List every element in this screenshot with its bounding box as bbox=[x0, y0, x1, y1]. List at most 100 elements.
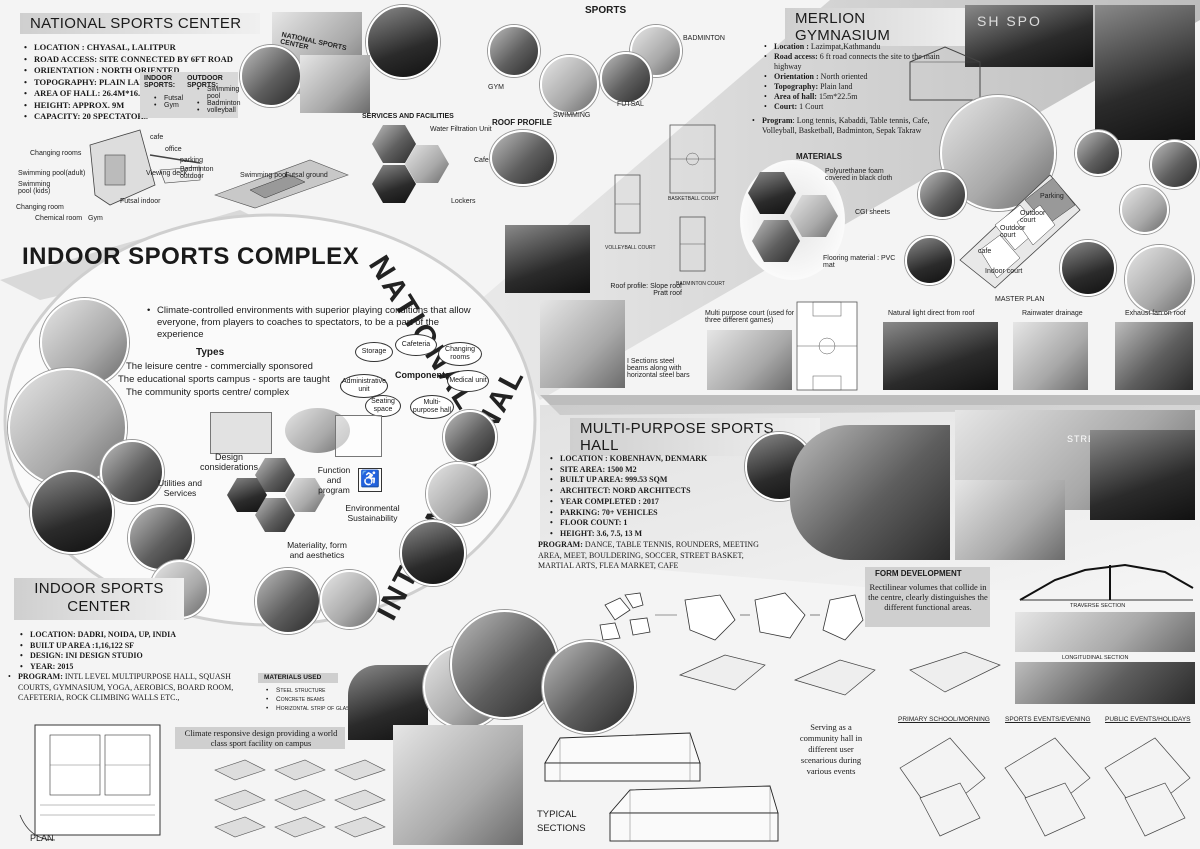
multi-hall-roof-detail bbox=[955, 480, 1065, 560]
type-item: The educational sports campus - sports a… bbox=[118, 374, 330, 385]
climate-text: Climate responsive design providing a wo… bbox=[184, 728, 338, 748]
form-3d-diagrams bbox=[678, 651, 1001, 696]
indoor-center-facade-photo bbox=[450, 610, 559, 719]
indoor-center-floor-plan bbox=[19, 724, 161, 841]
component-storage: Storage bbox=[355, 342, 393, 362]
multi-hall-facts: LOCATION : KOBENHAVN, DENMARKSITE AREA: … bbox=[548, 454, 760, 540]
fact-item: YEAR: 2015 bbox=[20, 662, 280, 673]
national-center-3d-site bbox=[214, 159, 349, 209]
cafe-hex bbox=[405, 145, 449, 183]
typical-sections-drawing bbox=[544, 732, 779, 842]
complex-intro: Climate-controlled environments with sup… bbox=[145, 305, 477, 341]
merlion-car-photo bbox=[1150, 140, 1199, 189]
fact-item: HEIGHT: APPROX. 9M bbox=[24, 100, 274, 112]
merlion-indoor-photo bbox=[905, 236, 954, 285]
fact-item: LOCATION: DADRI, NOIDA, UP, INDIA bbox=[20, 630, 280, 641]
scenario-primary: PRIMARY SCHOOL/MORNING bbox=[898, 716, 990, 723]
volleyball-court-drawing bbox=[614, 174, 641, 234]
cgi-sheet-hex bbox=[790, 195, 838, 237]
indoor-center-front-photo bbox=[542, 640, 636, 734]
sports-label-futsal: FUTSAL bbox=[617, 101, 644, 108]
site-label-swimming: Swimming pool bbox=[240, 172, 288, 179]
national-center-plan bbox=[89, 129, 201, 206]
lockers-hex bbox=[372, 165, 416, 203]
form-diagrams bbox=[599, 592, 864, 641]
indoor-center-building-photo bbox=[393, 725, 523, 845]
fact-item: Area of hall: 15m*22.5m bbox=[764, 92, 964, 102]
fact-item: Topography: Plain land bbox=[764, 82, 964, 92]
fact-item: Court: 1 Court bbox=[764, 102, 964, 112]
plan-label-changing: Changing rooms bbox=[30, 150, 82, 157]
merlion-outdoor-photo bbox=[1060, 240, 1116, 296]
component-admin: Administrative unit bbox=[340, 374, 388, 398]
merlion-title: MERLION GYMNASIUM bbox=[785, 8, 975, 46]
natural-light-photo bbox=[883, 322, 998, 390]
longitudinal-section bbox=[1015, 612, 1195, 652]
component-medical: Medical unit bbox=[447, 370, 489, 392]
merlion-facts: Location : Lazimpat,KathmanduRoad access… bbox=[762, 42, 964, 112]
materials-used-list: Steel structureConcrete beamsHorizontal … bbox=[264, 686, 356, 713]
fact-item: FLOOR COUNT: 1 bbox=[550, 518, 760, 529]
roof-profile-title: ROOF PROFILE bbox=[492, 118, 552, 127]
steel-beams-photo bbox=[540, 300, 625, 388]
plan-label-office: office bbox=[165, 146, 182, 153]
traverse-section bbox=[1019, 563, 1194, 601]
badminton-court-drawing bbox=[679, 216, 706, 272]
plan-label-futsal-indoor: Futsal indoor bbox=[120, 198, 161, 205]
fact-item: Orientation : North oriented bbox=[764, 72, 964, 82]
accessibility-icon: ♿ bbox=[358, 468, 382, 492]
outdoor-sport-item: Badminton bbox=[197, 100, 241, 107]
swimming-photo bbox=[540, 55, 599, 114]
indoor-complex-title: INDOOR SPORTS COMPLEX bbox=[22, 243, 360, 270]
multi-court-caption: Multi purpose court (used for three diff… bbox=[705, 310, 795, 324]
longitudinal-section-label: LONGITUDINAL SECTION bbox=[1062, 655, 1129, 661]
complex-truss-photo bbox=[255, 568, 321, 634]
multi-hall-program: PROGRAM: DANCE, TABLE TENNIS, ROUNDERS, … bbox=[538, 540, 759, 571]
indoor-center-title: INDOOR SPORTS CENTER bbox=[14, 578, 184, 620]
component-seating: Seating space bbox=[365, 395, 401, 417]
plan-label-parking: parking bbox=[180, 157, 203, 164]
fact-item: ROAD ACCESS: SITE CONNECTED BY 6FT ROAD bbox=[24, 54, 274, 66]
plan-label-chemical: Chemical room bbox=[35, 215, 83, 222]
multi-hall-aerial-photo bbox=[790, 425, 950, 560]
complex-facade-photo bbox=[320, 570, 379, 629]
scenario-diagrams bbox=[899, 737, 1191, 837]
design-materiality: Materiality, form and aesthetics bbox=[287, 540, 347, 560]
complex-night-photo bbox=[400, 520, 466, 586]
roof-hall-photo bbox=[505, 225, 590, 293]
national-center-title: NATIONAL SPORTS CENTER bbox=[20, 13, 260, 34]
fact-item: TOPOGRAPHY: PLAIN LAND bbox=[24, 77, 274, 89]
material-item: Concrete beams bbox=[266, 695, 356, 704]
climate-box bbox=[175, 727, 345, 749]
sports-label-gym: GYM bbox=[488, 84, 504, 91]
fact-item: HEIGHT: 3.6, 7.5, 13 M bbox=[550, 529, 760, 540]
complex-arena-photo bbox=[426, 462, 490, 526]
multi-court-plan bbox=[796, 301, 858, 391]
materials-title: MATERIALS bbox=[796, 152, 843, 161]
pvc-mat-hex bbox=[752, 220, 800, 262]
fact-item: Road access: 6 ft road connects the site… bbox=[764, 52, 964, 72]
merlion-yard-photo bbox=[1125, 245, 1194, 314]
indoor-sport-item: Futsal bbox=[154, 95, 183, 102]
merlion-program: •Program: Long tennis, Kabaddi, Table te… bbox=[752, 116, 930, 135]
design-function: Function and program bbox=[317, 465, 351, 495]
outdoor-sport-item: Swimming pool bbox=[197, 86, 240, 100]
multi-hall-bench-photo bbox=[1090, 430, 1195, 520]
plan-label: PLAN bbox=[30, 833, 54, 843]
indoor-center-facts: LOCATION: DADRI, NOIDA, UP, INDIABUILT U… bbox=[18, 630, 280, 672]
materials-used-title: MATERIALS USED bbox=[264, 674, 322, 681]
plan-label-swim-adult: Swimming pool(adult) bbox=[18, 170, 86, 177]
fact-item: YEAR COMPLETED : 2017 bbox=[550, 497, 760, 508]
services-label-lockers: Lockers bbox=[451, 198, 476, 205]
fact-item: LOCATION : CHYASAL, LALITPUR bbox=[24, 42, 274, 54]
fact-item: ORIENTATION : NORTH ORIENTED bbox=[24, 65, 274, 77]
fact-item: AREA OF HALL: 26.4M*16.5M bbox=[24, 88, 274, 100]
master-plan-label: MASTER PLAN bbox=[995, 296, 1045, 303]
sports-box: INDOOR SPORTS: FutsalGym OUTDOOR SPORTS:… bbox=[140, 72, 241, 118]
fact-item: Location : Lazimpat,Kathmandu bbox=[764, 42, 964, 52]
exhaust-fan-photo bbox=[1115, 322, 1193, 390]
services-label-cafe: Cafe bbox=[474, 157, 489, 164]
types-title: Types bbox=[196, 347, 225, 358]
complex-stadium-photo bbox=[30, 470, 114, 554]
site-label-futsal: Futsal ground bbox=[285, 172, 328, 179]
